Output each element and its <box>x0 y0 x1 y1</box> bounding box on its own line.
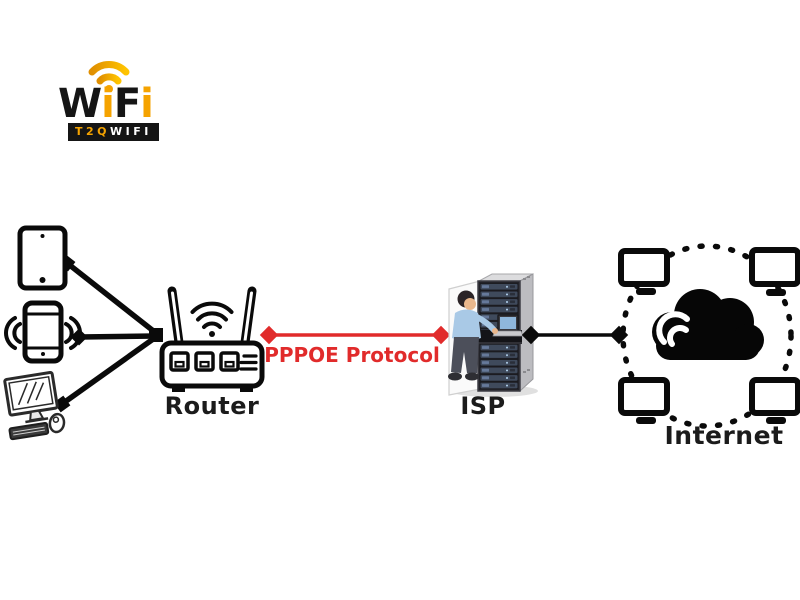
router-ethernet-ports <box>169 351 240 372</box>
monitor-icon <box>618 248 670 295</box>
dotted-ring <box>620 243 794 429</box>
brand-letter: F <box>113 81 141 127</box>
isp-internet-link <box>521 325 629 345</box>
brand-letter: i <box>140 81 154 127</box>
cloud-wifi-swoosh <box>656 311 690 347</box>
connection-line <box>79 333 157 340</box>
link-diamond <box>431 325 451 345</box>
wifi-arcs-icon <box>88 61 130 92</box>
monitor-icon <box>618 377 670 424</box>
connection-line <box>65 260 158 336</box>
brand-banner: T2QWIFI <box>68 123 159 141</box>
monitor-icon <box>749 377 800 424</box>
laptop-icon <box>492 314 524 337</box>
internet-monitors <box>618 247 800 424</box>
router-label: Router <box>164 392 260 420</box>
link-diamond <box>259 325 279 345</box>
technician-figure <box>448 290 498 381</box>
device-connection-lines <box>60 260 158 407</box>
hub-node <box>149 328 163 342</box>
router-icon <box>159 286 265 392</box>
router-wifi-signal-icon <box>190 301 234 329</box>
link-diamond <box>521 325 541 345</box>
brand-banner-highlight: T2Q <box>75 125 111 138</box>
pppoe-link <box>259 325 451 345</box>
brand-banner-rest: WIFI <box>110 125 152 138</box>
smartphone-icon <box>4 300 82 364</box>
router-vent-lines <box>239 354 258 371</box>
connection-line <box>60 334 158 407</box>
brand-wordmark: WiFi <box>58 84 178 124</box>
monitor-icon <box>749 247 800 296</box>
isp-label: ISP <box>460 392 506 420</box>
brand-letter: W <box>58 81 102 127</box>
internet-label: Internet <box>664 421 784 450</box>
brand-logo: WiFi T2QWIFI <box>58 58 178 141</box>
desktop-computer-icon <box>3 371 66 441</box>
tablet-icon <box>17 225 68 291</box>
internet-cloud-icon <box>618 243 800 429</box>
cloud-icon <box>652 289 764 360</box>
pppoe-protocol-label: PPPOE Protocol <box>264 343 440 367</box>
brand-letter: i <box>101 81 115 127</box>
isp-server-illustration <box>448 273 538 397</box>
